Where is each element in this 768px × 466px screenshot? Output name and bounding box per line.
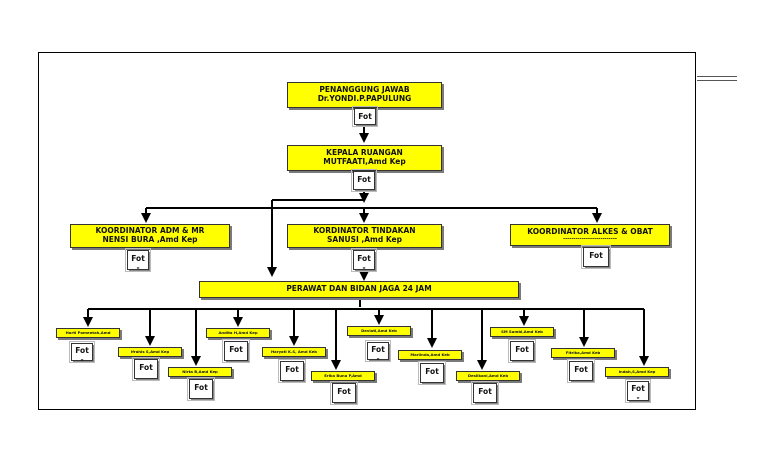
staff-box: Ifrahis S,Amd Kep — [118, 347, 182, 357]
photo-placeholder: Fot — [471, 381, 499, 405]
kepala-ruangan-name: MUTFAATI,Amd Kep — [323, 157, 406, 166]
photo-placeholder: Fot — [351, 169, 377, 192]
photo-placeholder: Fot- — [625, 379, 651, 403]
koordinator-tindakan-name: SANUSI ,Amd Kep — [327, 235, 402, 244]
photo-placeholder: Fot- — [69, 341, 95, 364]
staff-box: Harti Pomentah,Amd — [56, 328, 120, 338]
staff-box: Nirta B,Amd Kep — [168, 367, 232, 377]
kepala-ruangan-box: KEPALA RUANGAN MUTFAATI,Amd Kep — [287, 145, 442, 171]
photo-placeholder: Fot — [278, 359, 306, 383]
staff-box: Andita H,Amd Kep — [206, 328, 270, 338]
photo-placeholder: Fot — [187, 377, 215, 401]
koordinator-adm-title: KOORDINATOR ADM & MR — [95, 226, 205, 236]
koordinator-alkes-box: KOORDINATOR ALKES & OBAT ---------------… — [510, 224, 670, 246]
staff-box: Marlinda,Amd Keb — [398, 350, 462, 360]
staff-box: Fitrika,Amd Keb — [551, 348, 615, 358]
photo-placeholder: Fot — [581, 245, 611, 269]
photo-placeholder: Fot- — [351, 248, 377, 272]
staff-box: Haryati K.S, Amd Keb — [262, 347, 326, 357]
staff-box: SM Sumbi,Amd Keb — [490, 327, 554, 337]
photo-placeholder: Fot — [508, 339, 536, 363]
koordinator-adm-box: KOORDINATOR ADM & MR NENSI BURA ,Amd Kep — [70, 224, 230, 248]
penanggung-jawab-name: Dr.YONDI.P.PAPULUNG — [317, 94, 412, 103]
staff-box: Indah,S,Amd Kep — [605, 367, 669, 377]
photo-placeholder: Fot- — [365, 340, 391, 363]
photo-placeholder: Fot — [352, 106, 378, 127]
penanggung-jawab-title: PENANGGUNG JAWAB — [319, 85, 410, 95]
penanggung-jawab-box: PENANGGUNG JAWAB Dr.YONDI.P.PAPULUNG — [287, 82, 442, 108]
staff-box: Desilkani,Amd Keb — [456, 371, 520, 381]
staff-box: Erika Buna P,Amd — [311, 371, 375, 381]
perawat-bidan-box: PERAWAT DAN BIDAN JAGA 24 JAM — [199, 281, 519, 298]
photo-placeholder: Fot — [222, 339, 250, 363]
koordinator-alkes-name: -------------------------- — [563, 235, 617, 242]
koordinator-adm-name: NENSI BURA ,Amd Kep — [102, 235, 198, 244]
photo-placeholder: Fot — [330, 381, 358, 405]
kepala-ruangan-title: KEPALA RUANGAN — [326, 148, 403, 158]
decorative-line — [697, 76, 737, 77]
staff-box: Deviati,Amd Keb — [347, 326, 411, 336]
koordinator-alkes-title: KOORDINATOR ALKES & OBAT — [527, 227, 653, 237]
photo-placeholder: Fot — [132, 357, 160, 381]
photo-placeholder: Fot — [567, 359, 595, 383]
photo-placeholder: Fot- — [125, 248, 151, 272]
koordinator-tindakan-box: KORDINATOR TINDAKAN SANUSI ,Amd Kep — [287, 224, 442, 248]
koordinator-tindakan-title: KORDINATOR TINDAKAN — [313, 226, 416, 236]
perawat-bidan-label: PERAWAT DAN BIDAN JAGA 24 JAM — [286, 284, 432, 294]
photo-placeholder: Fot — [418, 361, 446, 385]
decorative-line — [697, 80, 737, 81]
chart-frame — [38, 52, 696, 410]
